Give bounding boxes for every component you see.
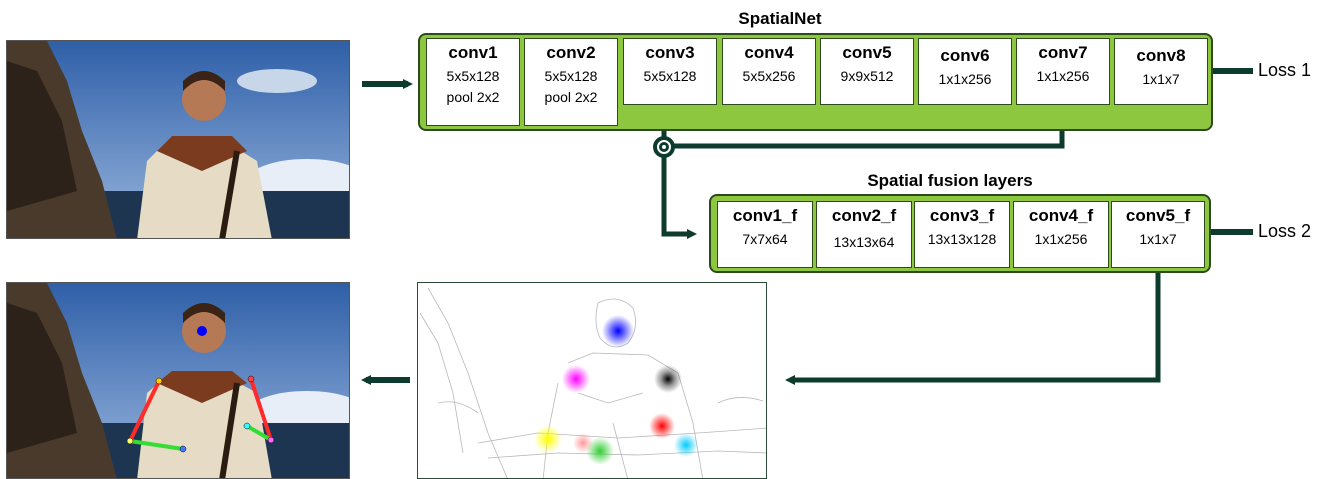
layer-conv8: conv8 1x1x7 — [1114, 38, 1208, 105]
pose-skeleton — [126, 326, 275, 453]
heatmap-right-shoulder — [562, 365, 590, 393]
input-image — [6, 40, 350, 239]
fusion-title: Spatial fusion layers — [867, 171, 1033, 190]
fusion-to-heatmap-arrow — [785, 272, 1161, 385]
fusion-input-arrow — [661, 146, 697, 239]
heatmap-left-wrist — [674, 433, 698, 457]
spatialnet-title: SpatialNet — [738, 9, 822, 28]
heatmap-right-wrist — [586, 437, 614, 465]
layer-conv5: conv5 9x9x512 — [820, 38, 914, 105]
layer-conv6: conv6 1x1x256 — [918, 38, 1012, 105]
layer-conv5-f: conv5_f 1x1x7 — [1111, 201, 1205, 268]
spatial-fusion-block: conv1_f 7x7x64 conv2_f 13x13x64 conv3_f … — [709, 194, 1211, 273]
layer-conv1: conv1 5x5x128 pool 2x2 — [426, 38, 520, 126]
layer-conv1-f: conv1_f 7x7x64 — [717, 201, 813, 268]
layer-conv4: conv4 5x5x256 — [722, 38, 816, 105]
output-pose-image — [6, 282, 350, 479]
heatmap-head — [602, 315, 634, 347]
heatmap-left-elbow — [649, 413, 675, 439]
heatmap-right-elbow — [534, 425, 562, 453]
layer-conv3-f: conv3_f 13x13x128 — [914, 201, 1010, 268]
layer-conv2: conv2 5x5x128 pool 2x2 — [524, 38, 618, 126]
layer-conv3: conv3 5x5x128 — [623, 38, 717, 105]
layer-conv4-f: conv4_f 1x1x256 — [1013, 201, 1109, 268]
layer-conv7: conv7 1x1x256 — [1016, 38, 1110, 105]
layer-conv2-f: conv2_f 13x13x64 — [816, 201, 912, 268]
loss1-label: Loss 1 — [1258, 60, 1312, 80]
spatialnet-block: conv1 5x5x128 pool 2x2 conv2 5x5x128 poo… — [418, 33, 1213, 131]
heatmap-left-shoulder — [654, 365, 682, 393]
joint-heatmap-image — [417, 282, 767, 479]
loss2-label: Loss 2 — [1258, 221, 1312, 241]
